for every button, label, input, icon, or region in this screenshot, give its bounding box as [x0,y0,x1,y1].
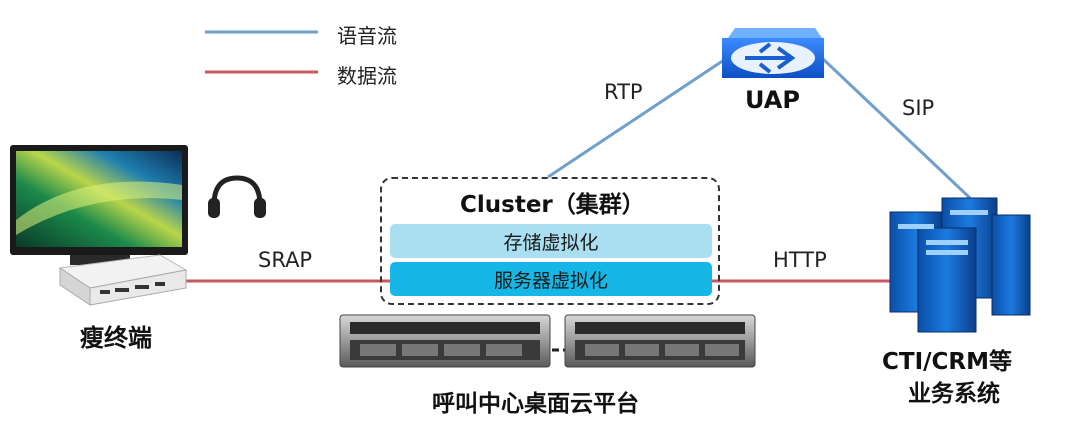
legend-data-label: 数据流 [337,64,397,88]
storage-virtualization-layer: 存储虚拟化 [390,224,712,258]
thin-client-icon [58,254,188,306]
rtp-label: RTP [604,80,643,104]
monitor-icon [10,145,188,265]
srap-label: SRAP [258,248,313,272]
cti-server-cluster-icon [889,197,1031,333]
uap-switch-icon [722,28,824,78]
rack-server-left-icon [339,314,551,368]
headset-icon [208,175,266,218]
legend-voice-label: 语音流 [337,24,397,48]
rack-server-right-icon [564,314,756,368]
server-virtualization-layer: 服务器虚拟化 [390,262,712,296]
rtp-link-line [547,56,728,179]
sip-label: SIP [902,96,935,120]
cloud-platform-label: 呼叫中心桌面云平台 [432,391,639,417]
cti-label-line2: 业务系统 [908,381,1000,407]
cluster-title: Cluster（集群） [460,192,645,218]
thin-client-label: 瘦终端 [80,324,152,352]
sip-link-line [820,56,972,200]
cti-label-line1: CTI/CRM等 [882,349,1013,375]
cluster-box [380,177,720,305]
uap-label: UAP [745,86,800,114]
http-label: HTTP [773,248,827,272]
